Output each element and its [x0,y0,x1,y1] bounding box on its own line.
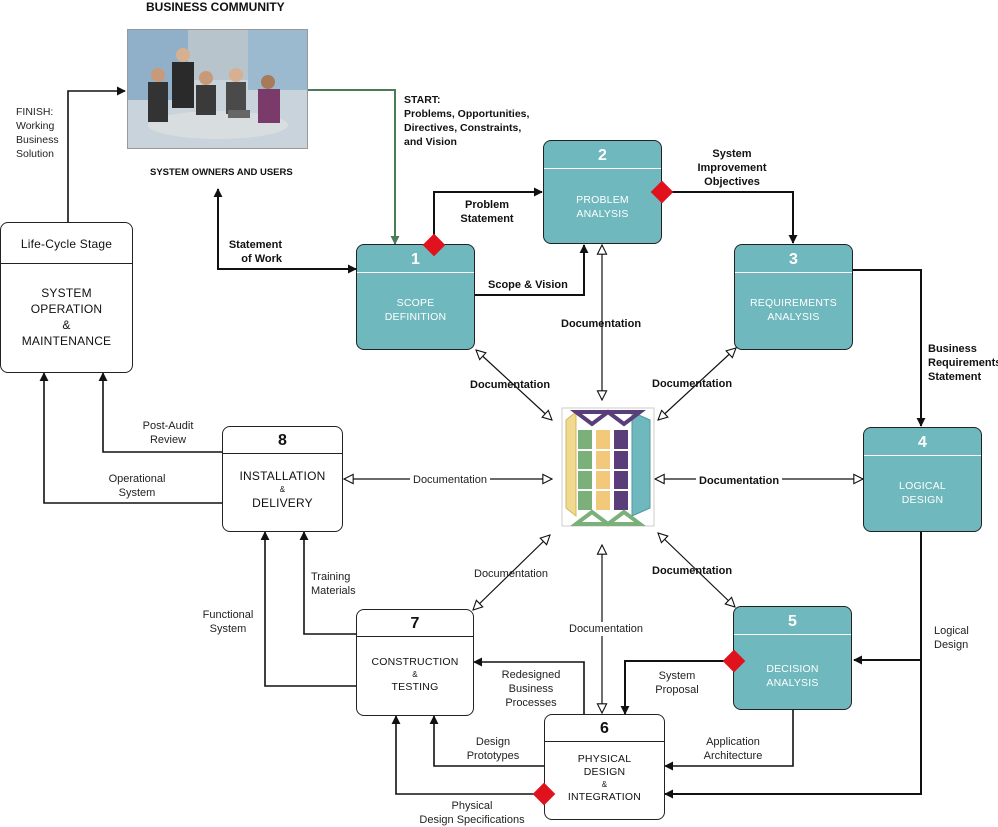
phase-8-installation-delivery[interactable]: 8 INSTALLATION&DELIVERY [222,426,343,532]
physical-specs-arrow [391,715,544,795]
start-arrow [307,89,400,245]
logical-design-arrow [853,532,922,665]
documentation-label-3: Documentation [652,378,733,390]
redesigned-processes-arrow [473,657,585,714]
improvement-objectives-arrow [662,191,798,244]
problem-statement-arrow [433,187,543,244]
business-meeting-photo [127,29,308,149]
phase-7-construction-testing[interactable]: 7 CONSTRUCTION&TESTING [356,609,474,716]
logical-to-physical-arrow [664,600,922,799]
lifecycle-line: OPERATION [30,302,103,316]
documentation-label-6: Documentation [567,622,645,636]
lifecycle-line: MAINTENANCE [21,334,112,348]
operational-system-arrow [39,372,222,504]
documentation-label-1: Documentation [470,379,551,391]
doc-arrow-7 [473,535,550,610]
documentation-label-5: Documentation [652,565,733,577]
business-requirements-arrow [853,269,926,427]
documentation-label-8: Documentation [410,473,490,487]
repository-icon [561,407,655,527]
lifecycle-header: Life-Cycle Stage [20,237,113,251]
design-prototypes-arrow [429,715,544,767]
doc-arrow-1 [476,350,552,420]
functional-system-arrow [260,531,356,687]
application-architecture-arrow [664,710,794,771]
lifecycle-line: SYSTEM [41,286,92,300]
documentation-label-2: Documentation [561,318,642,330]
scope-vision-arrow [475,244,589,296]
doc-arrow-5 [658,533,735,607]
documentation-label-7: Documentation [474,568,548,580]
lifecycle-line: & [62,318,71,332]
statement-of-work-arrow [213,188,357,274]
finish-arrow [67,86,126,222]
training-materials-arrow [299,531,356,635]
doc-arrow-3 [658,348,736,420]
scope-vision-label: Scope & Vision [488,279,568,291]
system-owners-label: SYSTEM OWNERS AND USERS [150,167,293,178]
lifecycle-stage-box: Life-Cycle Stage SYSTEM OPERATION & MAIN… [0,222,133,373]
start-label: START:Problems, Opportunities,Directives… [404,94,530,148]
business-community-title: BUSINESS COMMUNITY [146,0,285,14]
documentation-label-4: Documentation [696,474,783,488]
post-audit-arrow [98,372,222,453]
system-proposal-arrow [620,660,733,715]
